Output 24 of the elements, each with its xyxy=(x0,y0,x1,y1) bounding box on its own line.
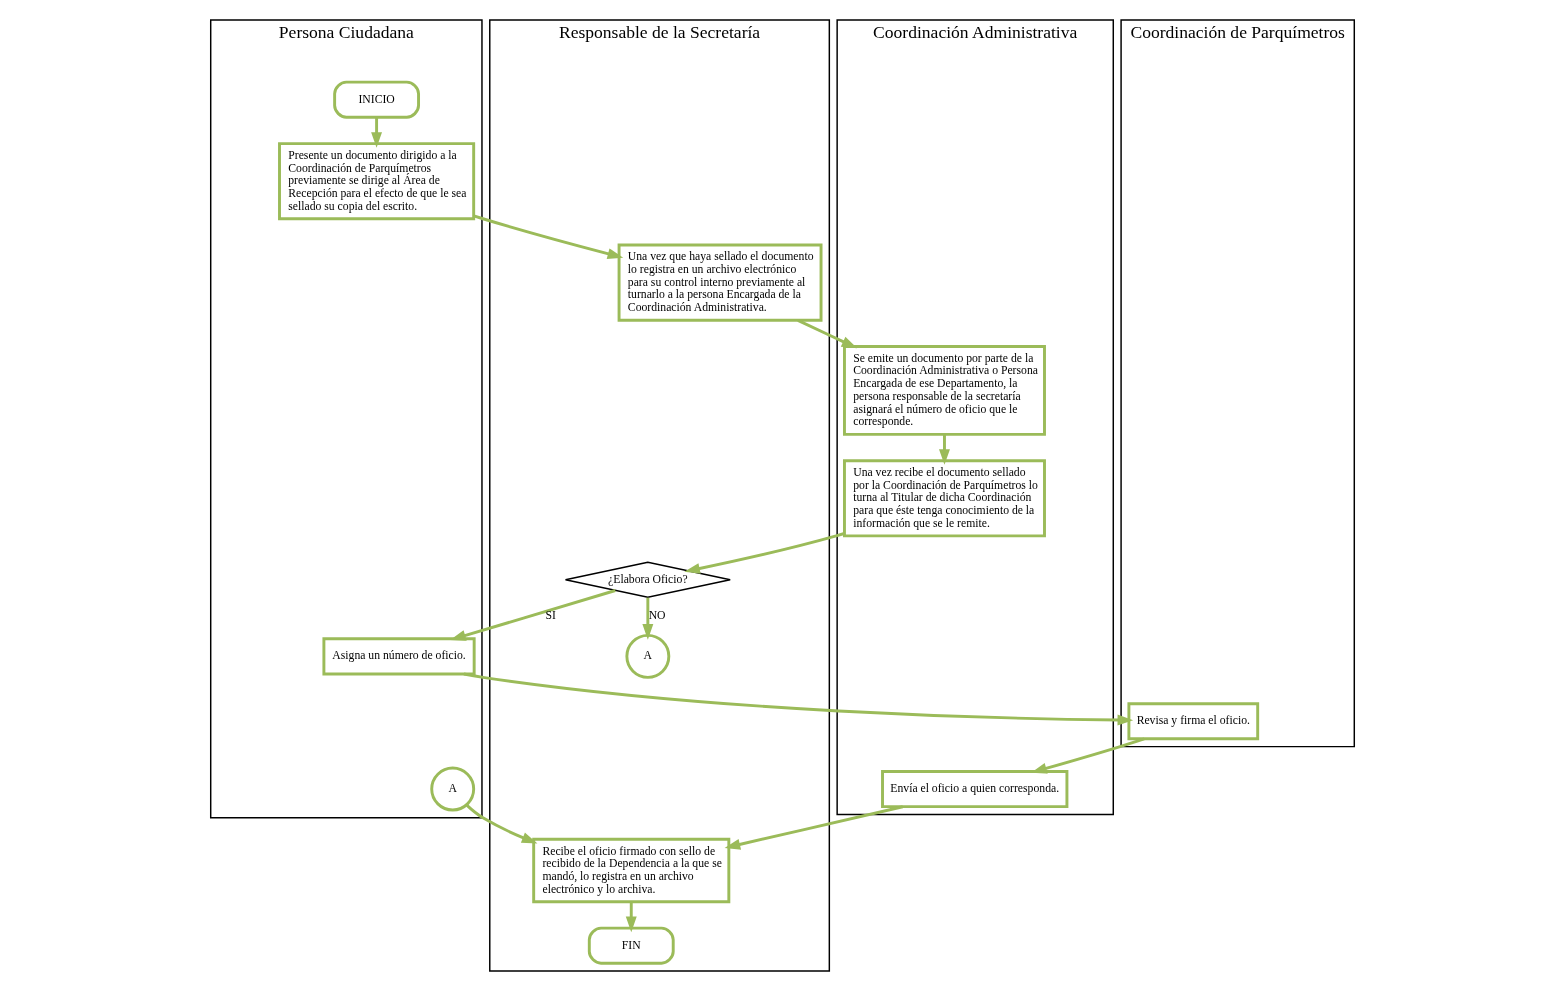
edge-label: SI xyxy=(545,609,556,623)
node-circle: A xyxy=(430,766,476,812)
arrow xyxy=(684,532,845,574)
node-box: FIN xyxy=(587,926,675,965)
node-box: Una vez recibe el documento sellado por la Coordinación de Parquímetros lo turna al Titular de dicha Coordinación para que éste tenga conocimiento de la información que se le remite. xyxy=(843,459,1046,538)
node-box: Envía el oficio a quien corresponda. xyxy=(881,770,1069,809)
node-box: Se emite un documento por parte de la Coordinación Administrativa o Persona Encargada de ese Departamento, la persona responsable de la secretaría asignará el número de oficio que le corresponde. xyxy=(843,345,1046,436)
node-box: Presente un documento dirigido a la Coordinación de Parquímetros previamente se dirige al Área de Recepción para el efecto de que le sea sellado su copia del escrito. xyxy=(278,142,476,221)
node-box: Recibe el oficio firmado con sello de recibido de la Dependencia a la que se mandó, lo registra en un archivo electrónico y lo archiva. xyxy=(532,837,731,904)
arrow xyxy=(625,902,637,933)
node-box: Una vez que haya sellado el documento lo registra en un archivo electrónico para su control interno previamente al turnarlo a la persona Encargada de la Coordinación Administrativa. xyxy=(617,243,823,322)
arrow xyxy=(450,589,616,641)
arrow xyxy=(371,117,383,148)
node-box: Revisa y firma el oficio. xyxy=(1127,702,1260,741)
arrow xyxy=(465,803,538,844)
arrow xyxy=(473,214,624,260)
edge-label: NO xyxy=(648,609,666,623)
arrow xyxy=(463,672,1134,726)
arrow xyxy=(642,597,654,640)
arrow xyxy=(724,805,904,850)
arrow xyxy=(797,319,858,349)
node-box: Asigna un número de oficio. xyxy=(322,637,476,676)
node-box: INICIO xyxy=(333,80,420,119)
node-circle: A xyxy=(625,633,671,679)
